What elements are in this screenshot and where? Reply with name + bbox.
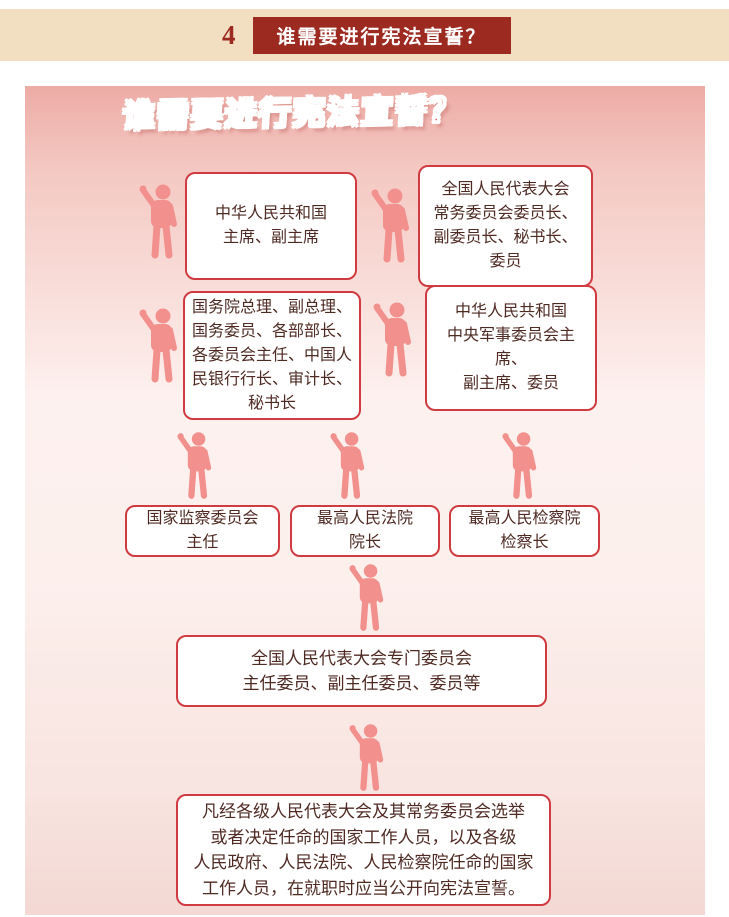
poster-title: 谁需要进行宪法宣誓？ — [121, 91, 465, 134]
box-supreme-court: 最高人民法院 院长 — [290, 505, 440, 557]
box-supreme-procuratorate: 最高人民检察院 检察长 — [449, 505, 600, 557]
person-icon — [137, 306, 181, 386]
box-president: 中华人民共和国 主席、副主席 — [185, 172, 357, 280]
person-icon — [500, 430, 540, 502]
box-npc-standing-committee: 全国人民代表大会 常务委员会委员长、 副委员长、秘书长、 委员 — [418, 165, 593, 287]
box-state-council: 国务院总理、副总理、 国务委员、各部部长、 各委员会主任、中国人 民银行行长、审… — [183, 291, 361, 420]
person-icon — [137, 182, 181, 262]
box-central-military-commission: 中华人民共和国 中央军事委员会主席、 副主席、委员 — [425, 285, 597, 411]
person-icon — [175, 430, 215, 502]
section-title-box: 谁需要进行宪法宣誓？ — [252, 16, 511, 54]
section-header: 4 谁需要进行宪法宣誓？ — [0, 9, 729, 61]
infographic-poster: 谁需要进行宪法宣誓？ 中华人民共和国 主席、副主席 全国人民代表大会 常务委员会… — [25, 86, 705, 915]
box-special-committees: 全国人民代表大会专门委员会 主任委员、副主任委员、委员等 — [176, 635, 547, 707]
person-icon — [369, 186, 413, 266]
box-supervisory-commission: 国家监察委员会 主任 — [125, 505, 280, 557]
person-icon — [371, 300, 415, 380]
person-icon — [328, 430, 368, 502]
person-icon — [347, 722, 387, 794]
section-number: 4 — [222, 19, 236, 50]
box-general-rule: 凡经各级人民代表大会及其常务委员会选举 或者决定任命的国家工作人员，以及各级 人… — [176, 794, 551, 906]
person-icon — [347, 562, 387, 634]
section-title: 谁需要进行宪法宣誓？ — [276, 26, 487, 48]
